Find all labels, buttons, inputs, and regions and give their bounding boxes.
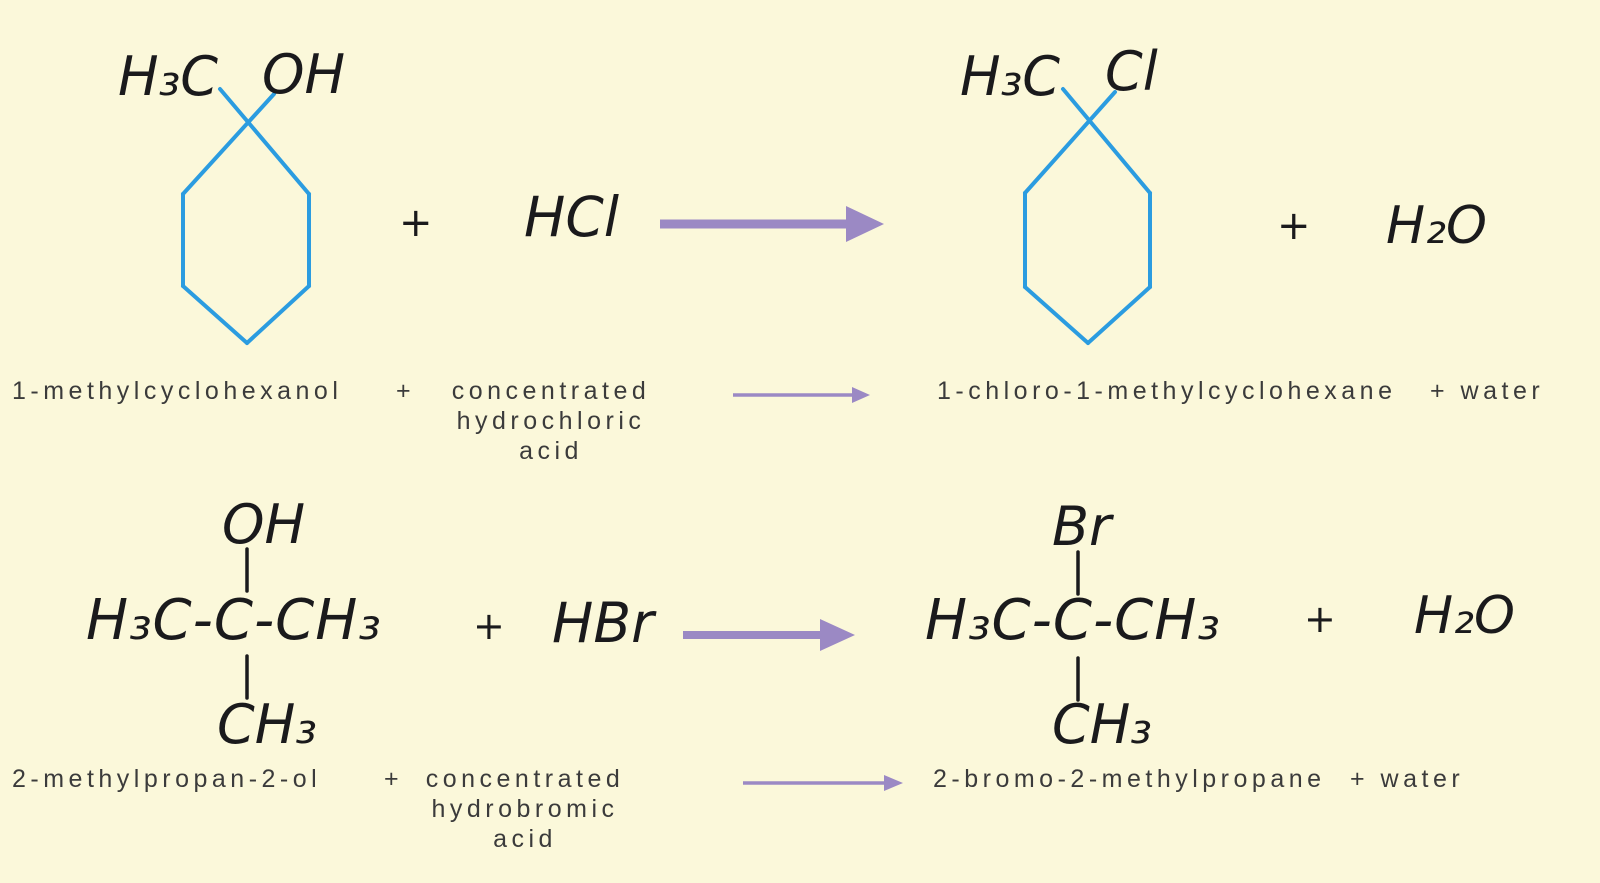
r1-plus-left: + <box>399 200 433 246</box>
r1-caption-reactant: 1-methylcyclohexanol <box>12 377 343 405</box>
r1-caption-plus: + <box>396 377 416 405</box>
r1-reactant-methyl-label: H₃C <box>118 45 218 108</box>
r2-caption-reactant: 2-methylpropan-2-ol <box>12 765 322 793</box>
r2-caption-reagent-line3: acid <box>493 825 557 853</box>
r2-caption-reagent-line2: hydrobromic <box>431 795 619 823</box>
r2-reactant-bottom-label: CH₃ <box>217 693 317 756</box>
structure-bonds <box>245 547 1080 702</box>
r2-caption-reagent-line1: concentrated <box>425 765 625 793</box>
r1-caption-reagent: concentrated hydrochloric acid <box>436 376 666 466</box>
r1-water-formula: H₂O <box>1386 196 1487 256</box>
r1-caption-plus-water: + water <box>1430 377 1545 405</box>
cyclohexane-ring-reactant <box>181 87 311 345</box>
r2-reactant-chain: H₃C-C-CH₃ <box>86 588 382 653</box>
r1-reagent-formula: HCl <box>524 185 620 249</box>
reaction1-main-arrow <box>660 206 884 242</box>
r2-product-top-label: Br <box>1052 495 1112 558</box>
r2-reagent-formula: HBr <box>552 591 654 655</box>
cyclohexane-ring-product <box>1023 87 1152 345</box>
reaction2-caption-arrow <box>743 775 903 791</box>
r2-caption-reagent: concentrated hydrobromic acid <box>410 764 640 854</box>
r1-plus-right: + <box>1277 203 1311 249</box>
r2-caption-product: 2-bromo-2-methylpropane <box>933 765 1326 793</box>
r2-caption-plus: + <box>384 765 404 793</box>
r2-product-chain: H₃C-C-CH₃ <box>925 588 1221 653</box>
r2-water-formula: H₂O <box>1414 586 1515 646</box>
r2-product-bottom-label: CH₃ <box>1052 693 1152 756</box>
r1-caption-reagent-line2: hydrochloric <box>456 407 646 435</box>
r2-reactant-top-label: OH <box>222 493 306 556</box>
r1-product-halide-label: Cl <box>1105 40 1158 103</box>
r1-caption-reagent-line1: concentrated <box>451 377 651 405</box>
r1-caption-product: 1-chloro-1-methylcyclohexane <box>937 377 1397 405</box>
r2-caption-plus-water: + water <box>1350 765 1465 793</box>
r2-plus-left: + <box>473 604 505 648</box>
reaction1-caption-arrow <box>733 387 870 403</box>
r1-reactant-hydroxyl-label: OH <box>262 43 346 106</box>
r1-caption-reagent-line3: acid <box>519 437 583 465</box>
reaction2-main-arrow <box>683 619 855 651</box>
r1-product-methyl-label: H₃C <box>960 45 1060 108</box>
r2-plus-right: + <box>1304 597 1336 641</box>
